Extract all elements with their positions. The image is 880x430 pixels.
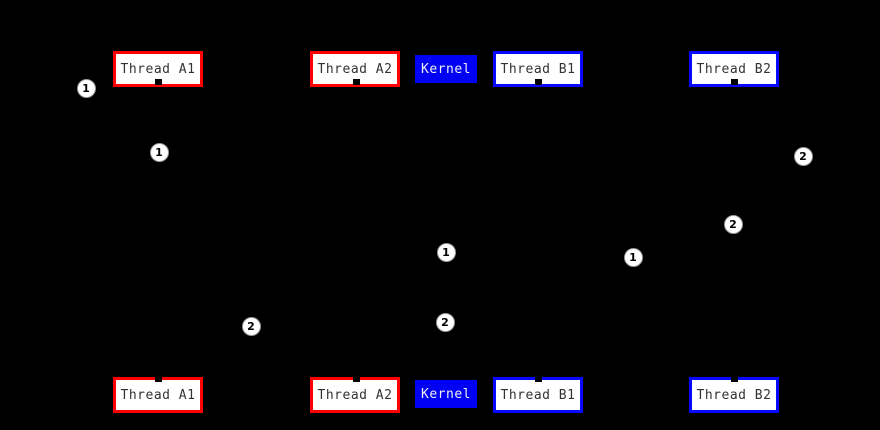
thread-box-label: Kernel [421,61,471,77]
step-marker-1: 1 [76,78,96,98]
connector-arrow-tip-3 [730,79,738,85]
step-number-label: 2 [441,315,449,329]
step-marker-4: 1 [436,242,456,262]
connector-arrow-tip-1 [352,79,360,85]
thread-box-label: Kernel [421,386,471,402]
box-thread-a2-bottom: Thread A2 [310,377,400,413]
connector-arrow-tip-2 [534,79,542,85]
box-kernel-bottom: Kernel [415,380,477,408]
step-number-label: 2 [799,149,807,163]
box-thread-b2-bottom: Thread B2 [689,377,779,413]
step-marker-5: 2 [435,312,455,332]
step-number-label: 2 [729,217,737,231]
thread-box-label: Thread B2 [696,387,772,403]
connector-arrow-tip-7 [730,376,738,382]
thread-box-label: Thread B2 [696,61,772,77]
thread-box-label: Thread A2 [317,387,393,403]
step-number-label: 1 [155,145,163,159]
box-kernel-top: Kernel [415,55,477,83]
step-number-label: 1 [82,81,90,95]
thread-box-label: Thread A1 [120,387,196,403]
step-marker-6: 1 [623,247,643,267]
connector-arrow-tip-6 [534,376,542,382]
step-marker-3: 2 [241,316,261,336]
step-marker-8: 2 [793,146,813,166]
thread-box-label: Thread B1 [500,61,576,77]
connector-arrow-tip-4 [154,376,162,382]
box-thread-b2-top: Thread B2 [689,51,779,87]
thread-box-label: Thread A2 [317,61,393,77]
step-marker-7: 2 [723,214,743,234]
thread-box-label: Thread B1 [500,387,576,403]
connector-arrow-tip-0 [154,79,162,85]
step-number-label: 1 [629,250,637,264]
connector-arrow-tip-5 [352,376,360,382]
thread-box-label: Thread A1 [120,61,196,77]
box-thread-b1-bottom: Thread B1 [493,377,583,413]
step-marker-2: 1 [149,142,169,162]
step-number-label: 1 [442,245,450,259]
box-thread-a1-bottom: Thread A1 [113,377,203,413]
step-number-label: 2 [247,319,255,333]
